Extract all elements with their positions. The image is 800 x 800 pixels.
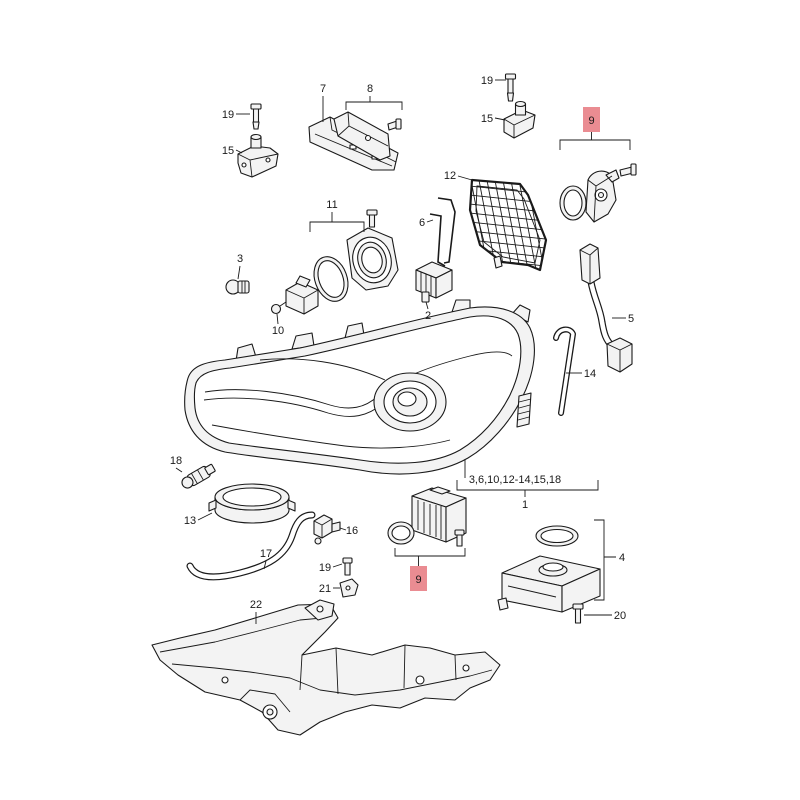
label-5: 5 [628,313,634,325]
part-11-screw [366,209,378,228]
label-4: 4 [619,552,625,564]
label-14: 14 [584,368,596,380]
leader-15-top-left [235,149,243,154]
bracket-9-bottom [394,548,466,566]
part-9-screw-top [619,163,637,177]
label-15-top-right: 15 [481,113,493,125]
part-9-cap-top [585,169,620,223]
part-20-screw [572,603,584,624]
leader-13 [197,512,213,521]
part-4-ballast-unit [497,555,601,613]
label-19-top-right: 19 [481,75,493,87]
label-8: 8 [367,83,373,95]
part-9-o-ring-lower [387,521,415,545]
part-12-shield-grille [468,178,548,272]
part-2-lamp-module [415,261,453,303]
label-housing-included-parts: 3,6,10,12-14,15,18 [469,474,561,486]
label-17: 17 [260,548,272,560]
part-10-bulb-socket [270,275,319,315]
part-1-headlight-housing [184,299,535,475]
part-19-screw-top-right [504,73,517,102]
part-9-screw-lower [454,529,465,547]
part-8-bracket [333,111,391,161]
part-4-ring [535,525,579,547]
bracket-9-top [559,132,631,150]
leader-19-bottom [332,563,343,568]
highlight-9-top [583,107,600,132]
label-6: 6 [419,217,425,229]
part-15-bracket-top-left [237,133,279,178]
part-3-bulb [225,279,250,295]
label-15-top-left: 15 [222,145,234,157]
leader-3 [237,265,241,280]
bracket-1 [456,480,599,497]
part-21-clip [339,578,359,598]
leader-18 [175,467,183,473]
part-15-bracket-top-right [503,100,536,139]
part-17-breather-hose [186,511,316,581]
label-3: 3 [237,253,243,265]
label-22: 22 [250,599,262,611]
leader-16 [339,527,347,531]
label-16: 16 [346,525,358,537]
part-19-screw-top-left [250,103,262,130]
label-10: 10 [272,325,284,337]
leader-17 [263,560,267,570]
part-14-seal-strip [553,326,576,416]
part-6-spring-clips [429,197,456,267]
part-11-lens-frame [346,227,399,291]
label-9-top: 9 [588,115,594,127]
part-16-socket [313,514,341,545]
label-9-bottom: 9 [415,574,421,586]
highlight-9-bottom [410,566,427,591]
label-21: 21 [319,583,331,595]
bracket-11 [309,212,365,232]
part-13-seal-ring [208,483,296,524]
callouts: 19 15 7 8 19 15 9 12 11 6 3 10 2 5 14 18 [170,75,634,624]
label-20: 20 [614,610,626,622]
part-9-o-ring-top [559,185,587,221]
bracket-4 [594,519,616,601]
label-12: 12 [444,170,456,182]
bracket-8 [345,96,403,110]
part-11-seal-ring [313,256,349,302]
label-2: 2 [425,310,431,322]
part-8-screw [387,118,402,131]
leader-2 [425,301,429,310]
label-1: 1 [522,499,528,511]
leader-10 [276,313,279,325]
part-19-screw-lower [342,557,353,576]
leader-12 [457,175,473,181]
part-22-lower-cover [151,599,501,736]
label-11: 11 [326,199,337,211]
part-18-bulb [181,463,216,489]
label-19-bottom: 19 [319,562,331,574]
label-19-top-left: 19 [222,109,234,121]
leader-15-top-right [494,117,506,121]
label-13: 13 [184,515,196,527]
label-18: 18 [170,455,182,467]
label-7: 7 [320,83,326,95]
leader-6 [426,219,434,223]
part-5-wiring-harness [579,243,633,373]
